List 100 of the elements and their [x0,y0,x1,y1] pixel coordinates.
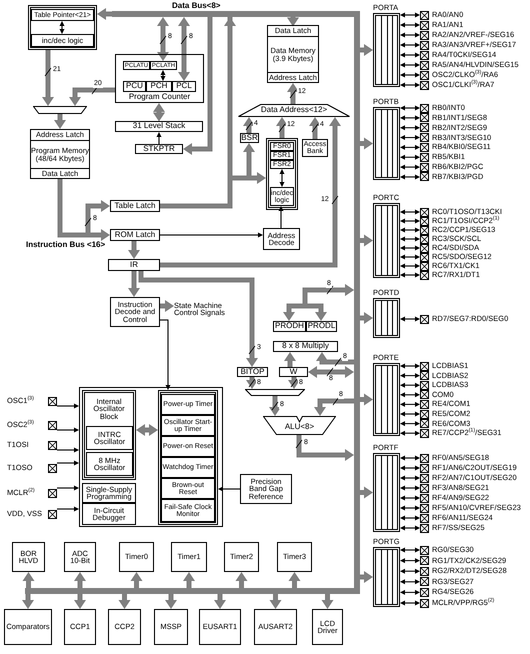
arrow [360,571,373,583]
arrow [160,320,170,390]
module-box [161,415,215,436]
block-label: Data Address<12> [260,106,328,115]
module-box [82,503,136,525]
arrow [153,103,165,122]
arrow [287,17,299,26]
arrow [308,366,354,378]
latch-box [30,129,90,141]
address-multiplexer [238,104,350,117]
block-label: ALU<8> [284,423,314,432]
arrow [400,364,420,368]
data-memory-block [267,25,319,83]
alu-shape [263,416,336,435]
arrow [138,271,258,367]
arrow [360,394,373,406]
arrow [400,486,420,490]
register-box [279,367,308,377]
logic-box [31,34,94,47]
module-box [161,394,215,415]
block-label: PCL [176,82,192,91]
latch-box [267,25,319,37]
arrow [400,600,420,606]
arrow [130,572,142,588]
decoder-box [263,228,300,250]
arrow [400,125,420,130]
arrow [160,70,166,81]
arrow [400,558,420,564]
module-box [161,457,215,478]
peripheral-box [108,609,141,645]
arrow [400,210,420,214]
arrow [42,50,54,106]
arrow [400,421,420,426]
fsr-block [266,138,298,210]
register-box [31,9,94,21]
block-label: W [290,368,298,376]
arrow [400,264,420,268]
arrow [400,135,420,140]
arrow [400,42,420,48]
arrow [97,8,112,20]
arrow [157,17,169,61]
arrow [288,377,300,389]
block-label: PCH [150,82,168,91]
arrow [400,32,420,38]
arrow [54,114,66,129]
arrow [178,17,190,81]
peripheral-box [64,542,96,572]
arrow [246,377,258,389]
arrow [56,428,79,432]
arrow [56,486,79,490]
register-box [270,151,294,160]
arrow [400,174,420,180]
block-label: IR [130,260,138,270]
peripheral-box [199,609,241,645]
arrow [128,271,140,297]
arrow [69,88,115,106]
register-box [270,142,294,151]
arrow [243,117,255,133]
block-label: BITOP [240,368,264,376]
arrow [360,234,373,246]
arrow [118,594,130,609]
arrow [56,448,79,452]
multiplier-box [273,341,338,352]
peripheral-box [312,609,343,645]
arrow [400,373,420,378]
arrow [400,82,420,88]
arrow [128,241,140,259]
arrow [400,316,420,322]
peripheral-box [119,542,154,572]
arrow [284,352,296,367]
arrow [400,246,420,250]
peripheral-box [64,609,96,645]
block-label: Program Counter [128,92,192,102]
arrow [400,106,420,110]
register-box [123,81,146,92]
arrow [400,22,420,28]
arrow [316,352,354,364]
arrow [400,164,420,170]
oscillator-box [86,426,133,450]
latch-box [30,168,90,179]
arrow [400,62,420,68]
arrow [400,506,420,510]
table-pointer-block [28,5,97,50]
arrow [400,476,420,480]
arrow [400,52,420,58]
program-memory-block [30,129,90,179]
peripheral-box [4,609,52,645]
arrow [400,456,420,460]
oscillator-box [86,452,133,476]
arrow [160,232,263,238]
arrow [296,435,354,461]
arrow [400,254,420,260]
peripheral-box [171,542,207,572]
arrow [269,396,281,416]
arrow [400,154,420,160]
latch-box [110,200,160,212]
arrow [136,424,158,436]
peripheral-box [254,609,297,645]
arrow [322,594,334,609]
arrow [400,144,420,150]
